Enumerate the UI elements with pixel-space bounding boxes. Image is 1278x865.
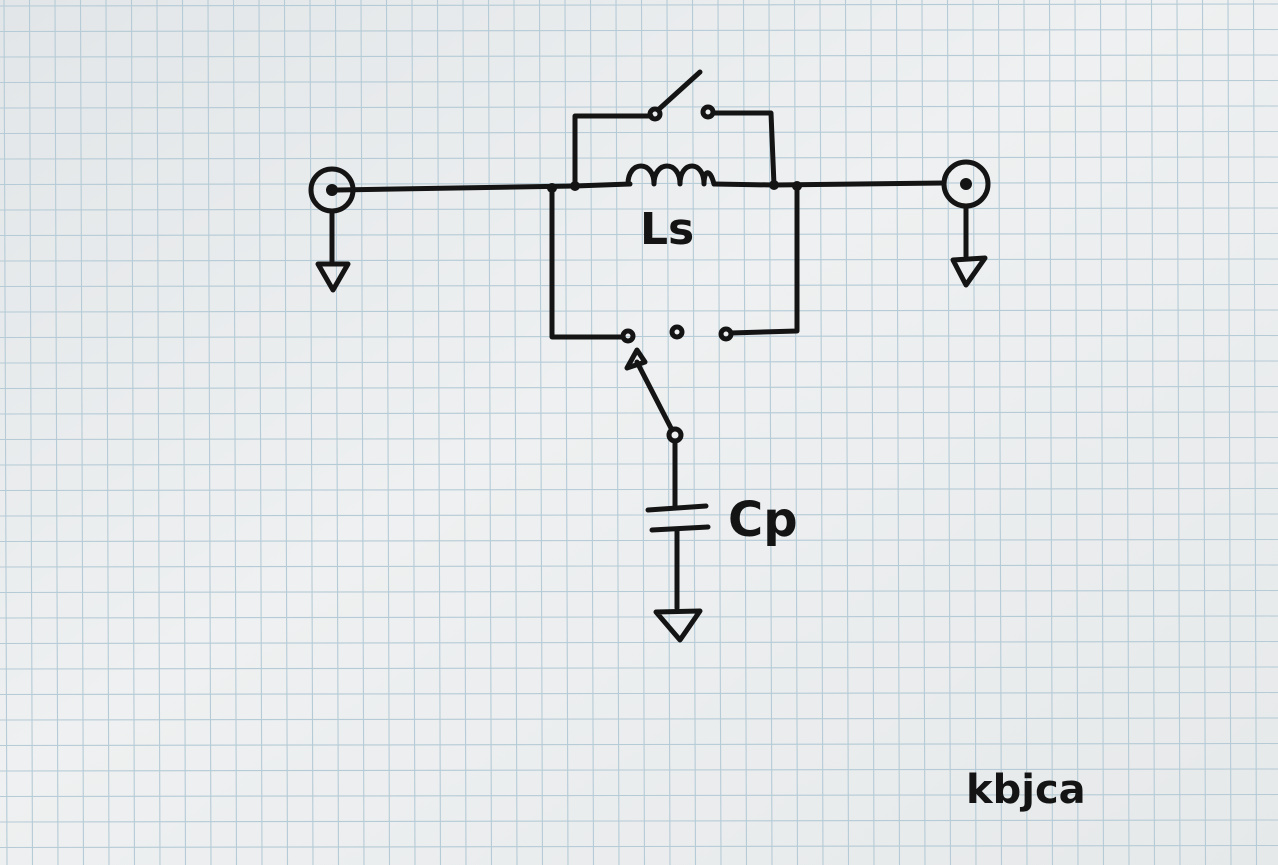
grid-line-vertical <box>105 0 110 865</box>
grid-line-vertical <box>258 0 263 865</box>
grid-line-vertical <box>870 0 875 865</box>
grid-line-horizontal <box>0 844 1278 849</box>
inductor-label: Ls <box>640 204 694 255</box>
grid-line-vertical <box>1099 0 1105 865</box>
grid-line-vertical <box>972 0 977 865</box>
grid-line-horizontal <box>0 793 1278 798</box>
grid-line-vertical <box>1074 0 1079 865</box>
grid-line-horizontal <box>0 156 1278 160</box>
grid-line-horizontal <box>0 232 1278 237</box>
grid-line-horizontal <box>0 54 1278 58</box>
grid-line-vertical <box>615 0 620 865</box>
grid-line-vertical <box>946 0 952 865</box>
grid-line-vertical <box>487 0 493 865</box>
grid-line-vertical <box>3 0 8 865</box>
inductor-ls <box>625 163 717 187</box>
grid-line-vertical <box>436 0 442 865</box>
grid-line-horizontal <box>0 589 1278 594</box>
grid-line-horizontal <box>0 181 1278 186</box>
grid-line-vertical <box>640 0 646 865</box>
grid-line-vertical <box>768 0 773 865</box>
grid-line-vertical <box>691 0 697 865</box>
grid-line-vertical <box>207 0 212 865</box>
grid-line-vertical <box>1201 0 1207 865</box>
grid-line-vertical <box>793 0 799 865</box>
grid-line-vertical <box>1227 0 1232 865</box>
grid-line-horizontal <box>0 207 1278 211</box>
grid-line-horizontal <box>0 283 1278 288</box>
grid-line-vertical <box>921 0 926 865</box>
grid-line-horizontal <box>0 538 1278 543</box>
grid-line-horizontal <box>0 385 1278 390</box>
capacitor-label: Cp <box>728 492 798 548</box>
grid-line-horizontal <box>0 564 1278 568</box>
grid-line-horizontal <box>0 28 1278 33</box>
grid-line-horizontal <box>0 105 1278 109</box>
tap-selector-frame <box>547 181 802 344</box>
grid-line-vertical <box>1023 0 1028 865</box>
grid-line-vertical <box>1176 0 1181 865</box>
grid-line-horizontal <box>0 130 1278 135</box>
author-signature: kbjca <box>966 767 1086 813</box>
grid-line-horizontal <box>0 717 1278 721</box>
grid-line-horizontal <box>0 742 1278 747</box>
grid-line-vertical <box>589 0 595 865</box>
grid-line-horizontal <box>0 258 1278 262</box>
grid-line-horizontal <box>0 487 1278 492</box>
grid-line-horizontal <box>0 819 1278 823</box>
grid-line-horizontal <box>0 411 1278 415</box>
grid-line-vertical <box>1048 0 1054 865</box>
grid-line-vertical <box>181 0 187 865</box>
grid-line-vertical <box>819 0 824 865</box>
grid-line-vertical <box>997 0 1003 865</box>
grid-line-horizontal <box>0 691 1278 696</box>
grid-line-horizontal <box>0 513 1278 517</box>
grid-line-vertical <box>1252 0 1258 865</box>
grid-line-vertical <box>742 0 748 865</box>
grid-line-vertical <box>895 0 901 865</box>
grid-line-horizontal <box>0 3 1278 7</box>
bypass-switch <box>570 69 779 191</box>
grid-line-vertical <box>54 0 59 865</box>
grid-line-horizontal <box>0 309 1278 313</box>
grid-line-vertical <box>844 0 850 865</box>
grid-line-vertical <box>28 0 34 865</box>
grid-line-vertical <box>232 0 238 865</box>
grid-line-vertical <box>156 0 161 865</box>
grid-line-vertical <box>334 0 340 865</box>
grid-line-vertical <box>717 0 722 865</box>
grid-line-vertical <box>309 0 314 865</box>
grid-line-vertical <box>538 0 544 865</box>
grid-line-horizontal <box>0 666 1278 670</box>
grid-line-vertical <box>1150 0 1156 865</box>
grid-line-horizontal <box>0 640 1278 645</box>
main-signal-line <box>335 180 947 193</box>
grid-line-vertical <box>79 0 85 865</box>
capacitor-cp <box>645 438 711 643</box>
grid-line-vertical <box>1125 0 1130 865</box>
grid-line-vertical <box>462 0 467 865</box>
grid-line-vertical <box>130 0 136 865</box>
grid-line-vertical <box>360 0 365 865</box>
grid-line-horizontal <box>0 334 1278 339</box>
grid-line-horizontal <box>0 615 1278 619</box>
grid-line-horizontal <box>0 462 1278 466</box>
grid-line-horizontal <box>0 768 1278 772</box>
grid-line-vertical <box>513 0 518 865</box>
grid-line-vertical <box>283 0 289 865</box>
selector-wiper <box>624 347 684 444</box>
grid-line-horizontal <box>0 79 1278 84</box>
grid-line-horizontal <box>0 436 1278 441</box>
grid-line-vertical <box>564 0 569 865</box>
grid-line-vertical <box>385 0 391 865</box>
grid-line-vertical <box>411 0 416 865</box>
